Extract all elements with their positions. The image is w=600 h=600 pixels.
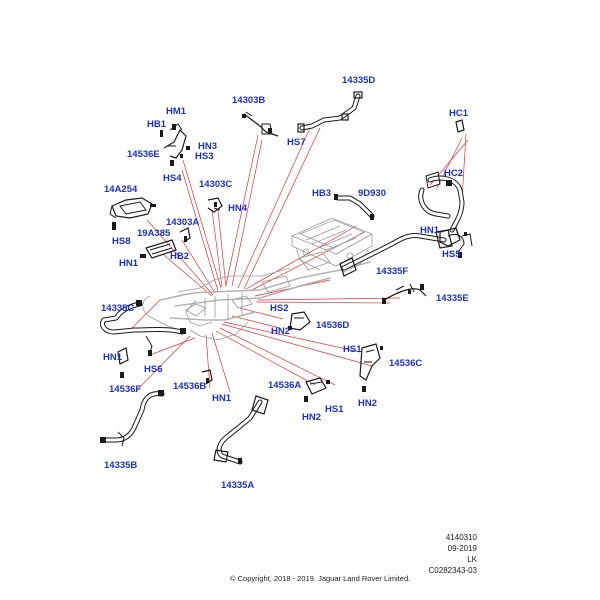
harness-14335D [297, 91, 363, 133]
tube-14335F [339, 229, 465, 277]
battery-unit [290, 217, 373, 273]
callout-hb1: HB1 [147, 119, 167, 130]
callout-14303b: 14303B [232, 95, 265, 106]
callout-14536f: 14536F [109, 384, 141, 395]
callout-hn3: HN3 [198, 141, 217, 152]
callout-9d930: 9D930 [358, 188, 386, 199]
drawing-model-code: LK [467, 555, 477, 564]
callout-hb3: HB3 [312, 188, 331, 199]
callout-14a254: 14A254 [104, 184, 138, 195]
part-14536D [288, 311, 311, 331]
callout-hn1: HN1 [212, 393, 232, 404]
callout-hn2: HN2 [302, 412, 321, 423]
callout-hn1: HN1 [420, 225, 440, 236]
part-14536C [359, 343, 383, 392]
callout-hn2: HN2 [271, 326, 290, 337]
callout-14303c: 14303C [199, 179, 232, 190]
callout-hs5: HS5 [442, 249, 461, 260]
callout-14335c: 14335C [101, 303, 134, 314]
callout-hs2: HS2 [270, 303, 288, 314]
bracket-14303C [207, 197, 223, 213]
part-14536A [304, 377, 330, 402]
callout-14335b: 14335B [104, 460, 137, 471]
harness-14335E [382, 283, 427, 304]
callout-14536e: 14536E [127, 149, 160, 160]
harness-14335C [99, 300, 186, 356]
callout-hc2: HC2 [444, 168, 463, 179]
bracket-14303B [242, 111, 279, 137]
callout-hc1: HC1 [449, 108, 469, 119]
callout-hs7: HS7 [287, 137, 305, 148]
callout-14536c: 14536C [389, 358, 422, 369]
part-14536B [201, 369, 213, 385]
part-9D930 [334, 194, 375, 220]
callout-hn1: HN1 [103, 352, 123, 363]
callout-hb2: HB2 [170, 251, 189, 262]
drawing-reference: C0282343-03 [428, 566, 477, 575]
callout-hn4: HN4 [228, 203, 248, 214]
callout-19a385: 19A385 [137, 228, 171, 239]
callout-14335d: 14335D [342, 75, 375, 86]
callout-14536d: 14536D [316, 320, 349, 331]
bracket-14536E [160, 123, 190, 166]
callout-hs3: HS3 [195, 151, 213, 162]
callout-hs6: HS6 [144, 364, 162, 375]
callout-14536a: 14536A [268, 380, 301, 391]
callout-hn1: HN1 [119, 258, 139, 269]
harness-14335B [100, 390, 165, 447]
harness-HC [418, 119, 465, 233]
callout-14335a: 14335A [221, 480, 254, 491]
callout-hs1: HS1 [325, 404, 344, 415]
callout-hs8: HS8 [112, 236, 130, 247]
callout-14335f: 14335F [376, 266, 408, 277]
drawing-date: 09-2019 [447, 544, 477, 553]
callout-14536b: 14536B [173, 381, 206, 392]
callout-hn2: HN2 [358, 398, 377, 409]
callout-14303a: 14303A [166, 217, 199, 228]
part-HN4 [213, 207, 221, 211]
bracket-HS5 [439, 227, 473, 258]
part-14536F [117, 347, 129, 378]
copyright-notice: © Copyright, 2018 - 2019. Jaguar Land Ro… [230, 574, 411, 583]
bracket-19A385 [140, 227, 191, 259]
callout-hs1: HS1 [343, 344, 362, 355]
callout-hs4: HS4 [163, 173, 182, 184]
callout-14335e: 14335E [436, 293, 469, 304]
bracket-14A254 [109, 197, 156, 230]
callout-hm1: HM1 [166, 106, 187, 117]
harness-14335A [213, 395, 269, 465]
chassis-outline [142, 251, 371, 341]
drawing-number: 4140310 [445, 533, 477, 542]
